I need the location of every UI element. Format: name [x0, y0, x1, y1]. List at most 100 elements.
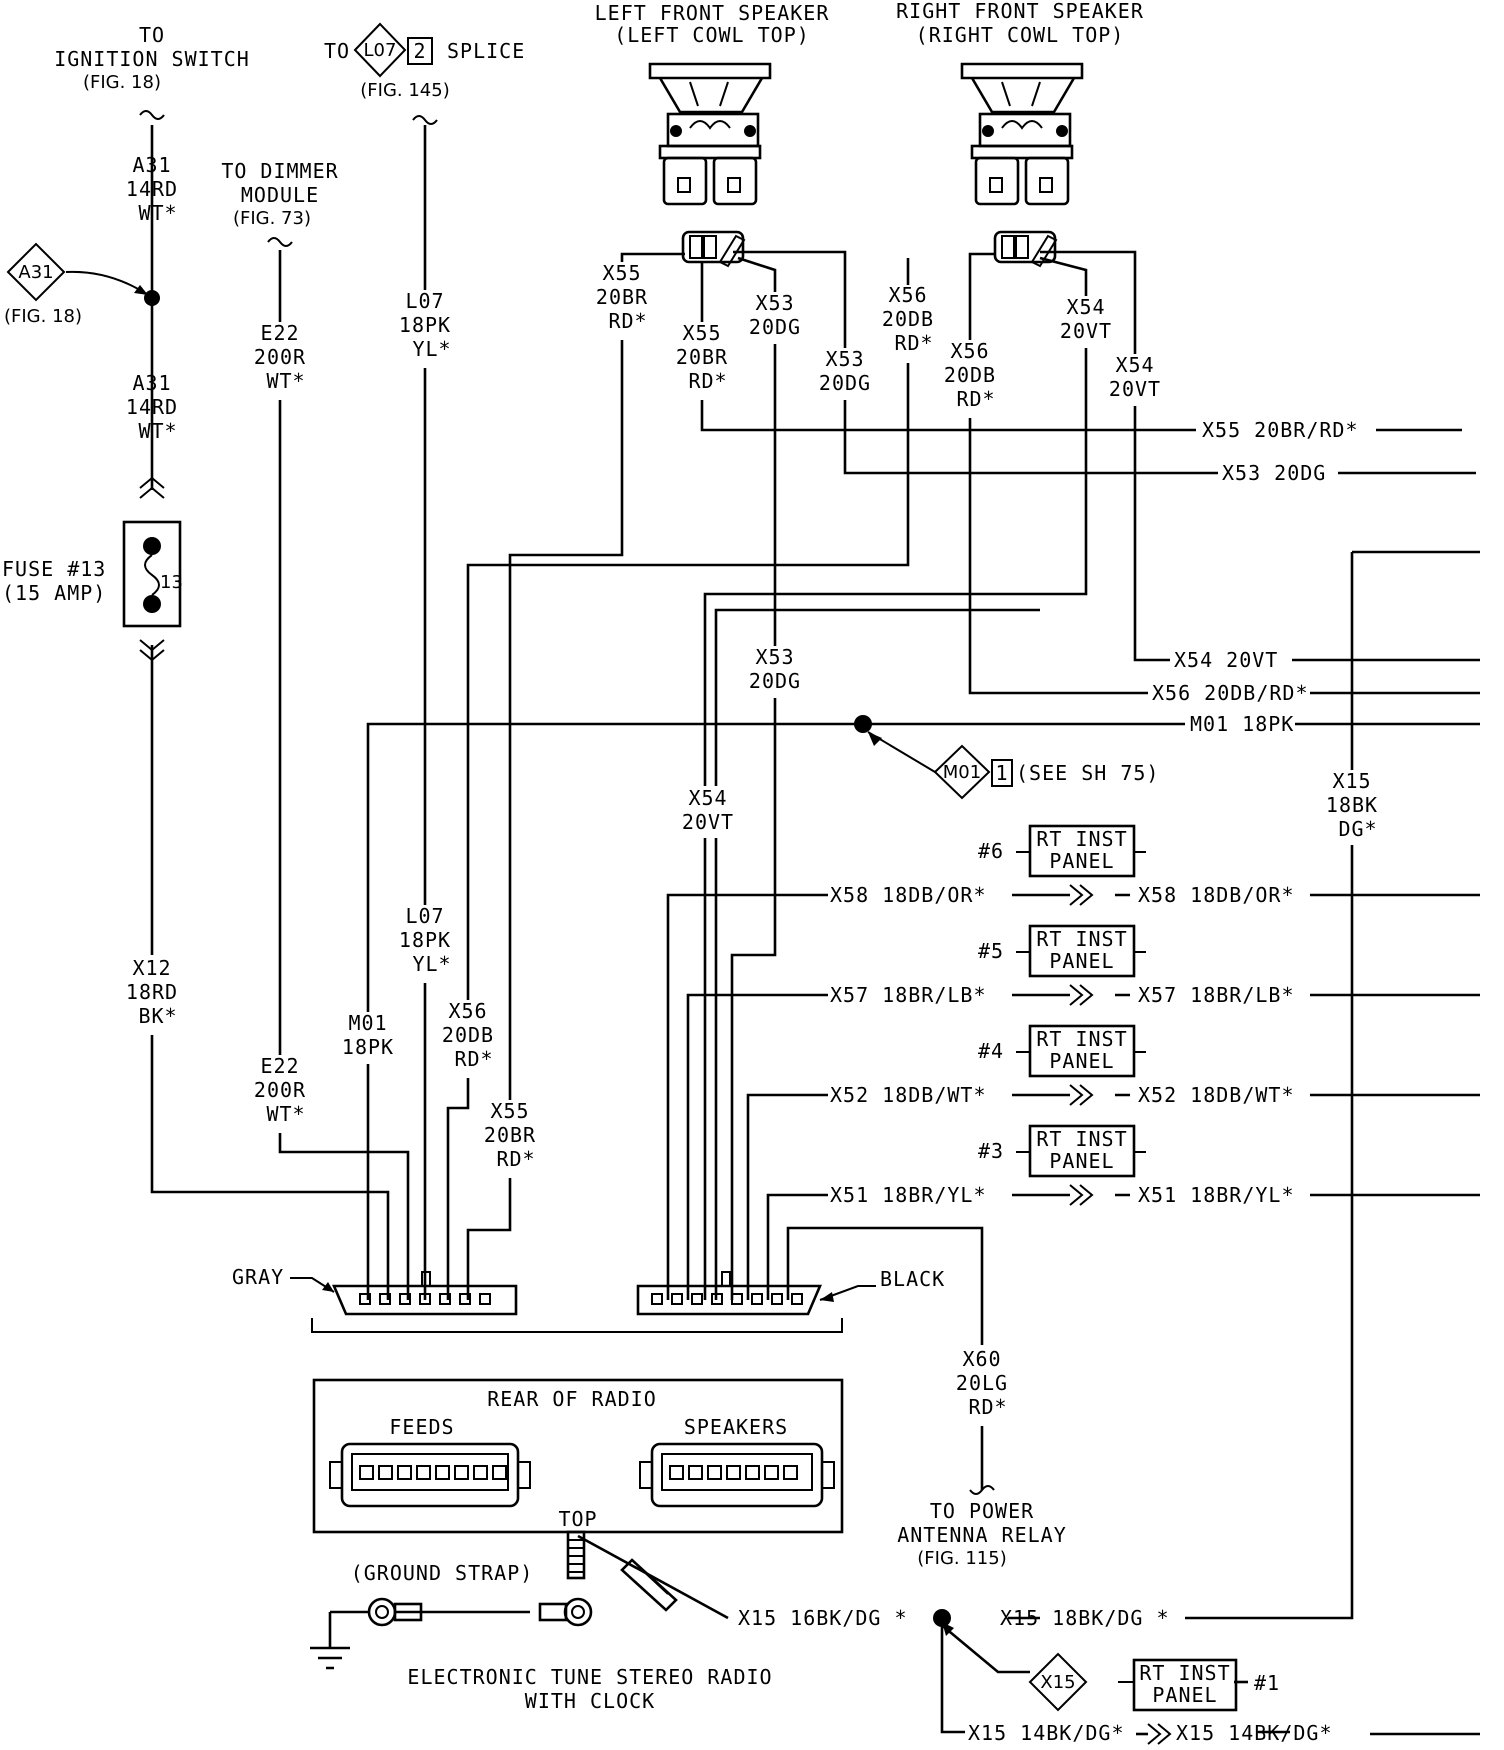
svg-text:200R: 200R	[254, 345, 306, 369]
x15-left-label: X15 16BK/DG *	[738, 1606, 908, 1630]
svg-text:PANEL: PANEL	[1049, 949, 1114, 973]
lf-x55b-label: X55 20BR RD*	[668, 321, 738, 400]
ground-strap-label: (GROUND STRAP)	[351, 1561, 534, 1585]
lf-speaker-title: LEFT FRONT SPEAKER	[595, 1, 830, 25]
panel-connector-1: RT INST PANEL #1	[1118, 1658, 1279, 1712]
a31-wire-top-label: A31 14RD WT*	[126, 153, 177, 225]
feeds-label: FEEDS	[389, 1415, 454, 1439]
a31-diamond-icon	[6, 242, 66, 302]
fuse-13: 13 FUSE #13 (15 AMP)	[2, 520, 183, 628]
svg-text:RD*: RD*	[688, 369, 727, 393]
svg-text:20DB: 20DB	[944, 363, 996, 387]
a31-ref: A31 (FIG. 18)	[4, 242, 82, 327]
rf-x56a-label: X56 20DB RD*	[876, 283, 942, 363]
e22-bottom-label: E22 200R WT*	[246, 1054, 316, 1133]
x15-arrow-icon	[942, 1622, 954, 1636]
ground-strap-icon	[367, 1597, 593, 1627]
svg-text:WT*: WT*	[266, 1102, 305, 1126]
m01-left-label: M01 18PK	[334, 1011, 402, 1064]
svg-text:YL*: YL*	[412, 952, 451, 976]
svg-text:PANEL: PANEL	[1049, 1049, 1114, 1073]
a31-wire-bottom-label: A31 14RD WT*	[126, 371, 177, 443]
svg-text:#4: #4	[978, 1039, 1004, 1063]
svg-text:18RD: 18RD	[126, 980, 178, 1004]
m01-diamond-icon	[933, 744, 991, 800]
svg-text:L07: L07	[405, 904, 444, 928]
lf-x55a-label: X55 20BR RD*	[590, 261, 656, 340]
svg-text:DG*: DG*	[1338, 817, 1377, 841]
gray-connector-label: GRAY	[232, 1265, 284, 1289]
lf-speaker: LEFT FRONT SPEAKER (LEFT COWL TOP)	[595, 1, 830, 268]
svg-text:X58 18DB/OR*: X58 18DB/OR*	[830, 883, 987, 907]
x15-ref: X15	[1028, 1652, 1088, 1712]
rf-speaker: RIGHT FRONT SPEAKER (RIGHT COWL TOP)	[896, 0, 1144, 268]
rf-x56b-label: X56 20DB RD*	[936, 339, 1006, 418]
panel-connector-6: #6 RT INST PANEL X58 18DB/OR* X58 18DB/O…	[830, 824, 1294, 907]
mid-x53-label: X53 20DG	[742, 645, 808, 698]
dimmer-line2: MODULE	[241, 183, 319, 207]
svg-text:X51 18BR/YL*: X51 18BR/YL*	[1138, 1183, 1295, 1207]
radio-name: ELECTRONIC TUNE STEREO RADIO WITH CLOCK	[407, 1665, 772, 1713]
svg-text:ELECTRONIC TUNE STEREO RADIO: ELECTRONIC TUNE STEREO RADIO	[407, 1665, 772, 1689]
rf-speaker-connector-icon	[993, 230, 1058, 268]
svg-text:X54: X54	[688, 786, 727, 810]
svg-text:RD*: RD*	[496, 1147, 535, 1171]
x15-splice-dot	[933, 1609, 951, 1627]
ignition-line2: IGNITION SWITCH	[54, 47, 250, 71]
svg-text:X15: X15	[1332, 769, 1371, 793]
svg-text:20DB: 20DB	[442, 1023, 494, 1047]
svg-text:E22: E22	[260, 321, 299, 345]
fuse-label-line2: (15 AMP)	[2, 581, 106, 605]
svg-text:X54: X54	[1115, 353, 1154, 377]
svg-text:X57 18BR/LB*: X57 18BR/LB*	[1138, 983, 1295, 1007]
black-connector: BLACK	[636, 1267, 944, 1316]
m01-diamond-label: M01	[943, 762, 981, 783]
svg-text:X56: X56	[448, 999, 487, 1023]
fuse-box	[122, 520, 182, 628]
lf-x53b-label: X53 20DG	[812, 347, 878, 400]
svg-text:WT*: WT*	[266, 369, 305, 393]
l07-num: 2	[413, 39, 426, 63]
svg-text:20DB: 20DB	[882, 307, 934, 331]
svg-text:A31: A31	[132, 371, 171, 395]
svg-text:ANTENNA RELAY: ANTENNA RELAY	[897, 1523, 1067, 1547]
x15-bottom-left-label: X15 14BK/DG*	[968, 1721, 1125, 1745]
ground-stud-icon	[566, 1530, 586, 1580]
svg-text:RT INST: RT INST	[1139, 1661, 1230, 1685]
panel-connector-4: #4 RT INST PANEL X52 18DB/WT* X52 18DB/W…	[830, 1024, 1294, 1107]
antenna-relay-ref: TO POWER ANTENNA RELAY (FIG. 115)	[897, 1499, 1067, 1569]
svg-text:PANEL: PANEL	[1152, 1683, 1217, 1707]
svg-text:18PK: 18PK	[399, 313, 451, 337]
fuse-label-line1: FUSE #13	[2, 557, 106, 581]
rf-x54b-label: X54 20VT	[1102, 353, 1168, 406]
right-x54-label: X54 20VT	[1174, 648, 1278, 672]
mid-x54-label: X54 20VT	[680, 786, 746, 838]
svg-text:WT*: WT*	[138, 419, 177, 443]
lf-speaker-connector-icon	[681, 230, 746, 268]
svg-text:RD*: RD*	[956, 387, 995, 411]
svg-text:20VT: 20VT	[1109, 377, 1161, 401]
x15-diamond-label: X15	[1040, 1672, 1075, 1693]
panel-connector-3: #3 RT INST PANEL X51 18BR/YL* X51 18BR/Y…	[830, 1124, 1295, 1207]
svg-text:20VT: 20VT	[1060, 319, 1112, 343]
e22-top-label: E22 200R WT*	[246, 321, 316, 400]
x12-label: X12 18RD BK*	[120, 955, 184, 1035]
l07-splice-text: SPLICE	[447, 39, 525, 63]
svg-text:PANEL: PANEL	[1049, 849, 1114, 873]
svg-text:RD*: RD*	[454, 1047, 493, 1071]
ignition-line1: TO	[139, 23, 165, 47]
rf-speaker-title: RIGHT FRONT SPEAKER	[896, 0, 1144, 23]
l07-fig: (FIG. 145)	[360, 80, 449, 101]
l07-to: TO	[324, 39, 350, 63]
svg-text:RD*: RD*	[608, 309, 647, 333]
speakers-label: SPEAKERS	[684, 1415, 788, 1439]
svg-text:WITH CLOCK: WITH CLOCK	[525, 1689, 655, 1713]
svg-text:X53: X53	[825, 347, 864, 371]
m01-ref-text: (SEE SH 75)	[1016, 761, 1159, 785]
radio-title: REAR OF RADIO	[487, 1387, 657, 1411]
svg-text:L07: L07	[405, 289, 444, 313]
right-x55-label: X55 20BR/RD*	[1202, 418, 1359, 442]
x60-label: X60 20LG RD*	[948, 1347, 1016, 1426]
dimmer-fig: (FIG. 73)	[233, 208, 311, 229]
m01-num: 1	[995, 761, 1008, 785]
